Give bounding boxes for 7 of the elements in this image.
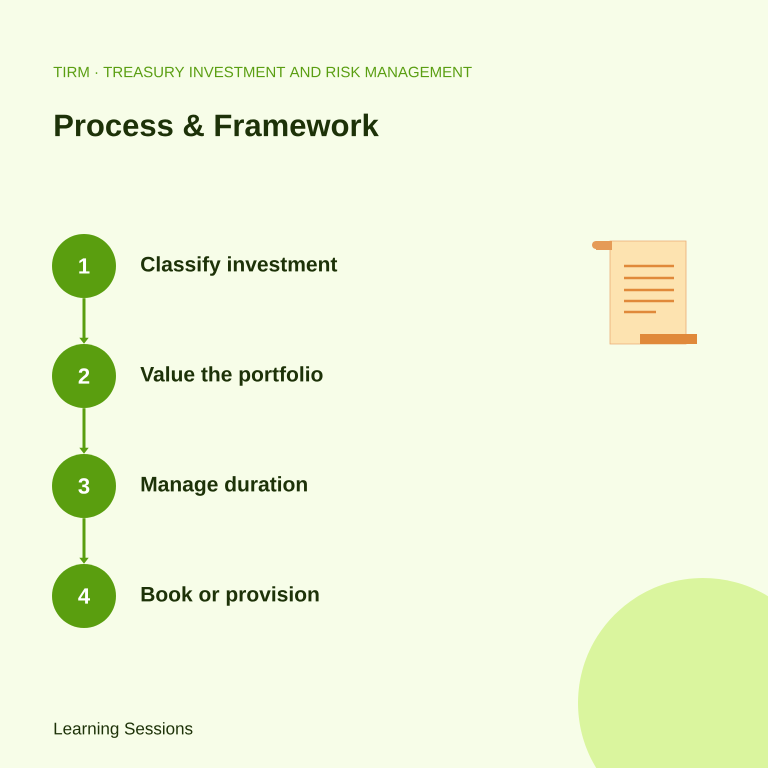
step-label: Value the portfolio: [140, 366, 323, 386]
step-label: Book or provision: [142, 586, 319, 606]
footer-text: Learning Sessions: [54, 722, 192, 738]
step-label: Classify investment: [141, 256, 338, 276]
step-label: Manage duration: [142, 476, 307, 496]
title: Process & Framework: [55, 114, 379, 136]
eyebrow-text: TIRM · TREASURY INVESTMENT AND RISK MANAGEMENT: [54, 66, 472, 78]
